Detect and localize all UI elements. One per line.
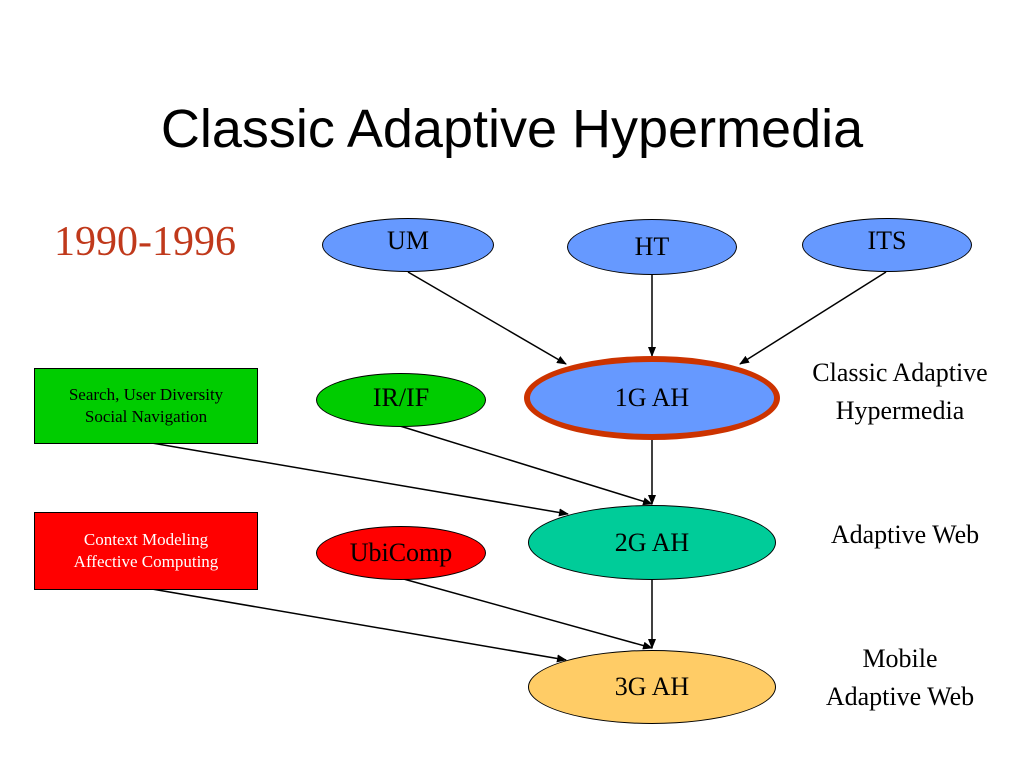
- label-adaptive-web: Adaptive Web: [830, 520, 980, 549]
- box-search-line-1: Search, User Diversity: [68, 385, 224, 404]
- label-classic-line-2: Hypermedia: [835, 396, 965, 425]
- arrow-its-to-1g: [739, 271, 887, 365]
- node-2g-ah: 2G AH: [528, 505, 776, 580]
- period-label: 1990-1996: [54, 219, 236, 265]
- label-mobile-line-2: Adaptive Web: [825, 682, 975, 711]
- box-context-modeling: Context Modeling Affective Computing: [34, 512, 258, 590]
- label-classic-adaptive-hypermedia: Classic Adaptive Hypermedia: [780, 354, 1020, 430]
- node-ubicomp: UbiComp: [316, 526, 486, 580]
- node-1g-ah-label: 1G AH: [614, 383, 690, 412]
- node-1g-ah: 1G AH: [524, 356, 780, 440]
- node-2g-ah-label: 2G AH: [614, 527, 690, 557]
- node-its: ITS: [802, 218, 972, 272]
- node-ir-if: IR/IF: [316, 373, 486, 427]
- slide-title: Classic Adaptive Hypermedia: [160, 99, 864, 159]
- node-um: UM: [322, 218, 494, 272]
- box-search-user-diversity: Search, User Diversity Social Navigation: [34, 368, 258, 444]
- node-um-label: UM: [387, 226, 429, 255]
- label-classic-line-1: Classic Adaptive: [812, 358, 988, 387]
- arrow-context-to-3g: [145, 587, 567, 663]
- node-3g-ah-label: 3G AH: [614, 672, 690, 701]
- box-search-line-2: Social Navigation: [84, 407, 208, 426]
- label-mobile-line-1: Mobile: [862, 644, 938, 673]
- label-mobile-adaptive-web: Mobile Adaptive Web: [790, 640, 1010, 716]
- node-3g-ah: 3G AH: [528, 650, 776, 724]
- arrow-ubicomp-to-3g: [399, 577, 653, 650]
- box-context-line-1: Context Modeling: [83, 530, 209, 549]
- node-ht: HT: [567, 219, 737, 275]
- box-context-line-2: Affective Computing: [73, 552, 219, 571]
- node-ir-if-label: IR/IF: [372, 383, 430, 412]
- arrow-irif-to-2g: [399, 425, 653, 506]
- node-ubicomp-label: UbiComp: [349, 538, 453, 567]
- arrow-um-to-1g: [407, 271, 567, 365]
- node-its-label: ITS: [867, 226, 907, 255]
- node-ht-label: HT: [634, 232, 670, 261]
- arrow-search-to-2g: [145, 441, 569, 517]
